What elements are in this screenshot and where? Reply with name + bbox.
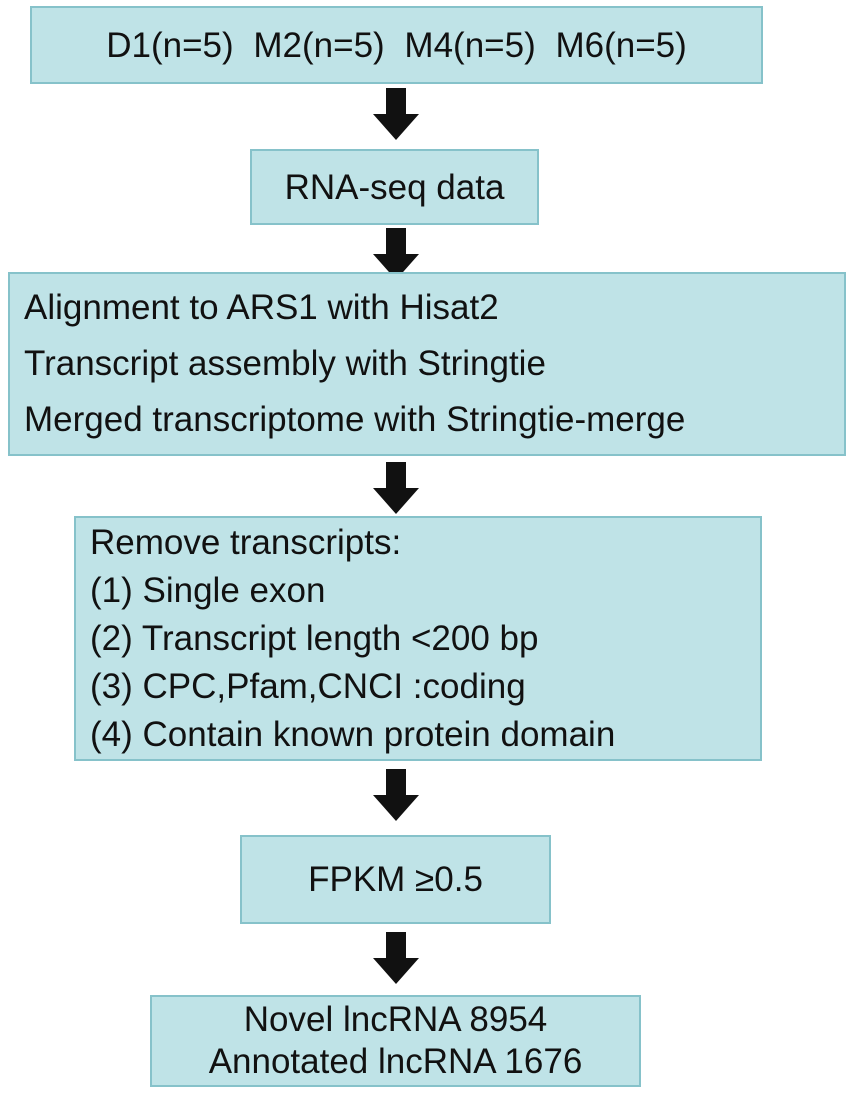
- filter-criterion-4: (4) Contain known protein domain: [90, 714, 616, 754]
- fpkm-box: FPKM ≥0.5: [240, 835, 551, 924]
- fpkm-label: FPKM ≥0.5: [308, 860, 483, 899]
- filter-box: Remove transcripts: (1) Single exon (2) …: [74, 516, 762, 761]
- down-arrow-icon: [373, 88, 419, 140]
- rnaseq-label: RNA-seq data: [284, 167, 505, 207]
- alignment-box: Alignment to ARS1 with Hisat2 Transcript…: [8, 272, 846, 456]
- down-arrow-icon: [373, 769, 419, 821]
- down-arrow-icon: [373, 932, 419, 984]
- down-arrow-icon: [373, 462, 419, 514]
- filter-criterion-2: (2) Transcript length <200 bp: [90, 618, 539, 658]
- filter-criterion-3: (3) CPC,Pfam,CNCI :coding: [90, 666, 526, 706]
- annotated-lncrna-count: Annotated lncRNA 1676: [208, 1042, 583, 1081]
- filter-heading: Remove transcripts:: [90, 522, 402, 562]
- assembly-step: Transcript assembly with Stringtie: [24, 344, 546, 383]
- samples-label: D1(n=5) M2(n=5) M4(n=5) M6(n=5): [106, 25, 687, 65]
- samples-box: D1(n=5) M2(n=5) M4(n=5) M6(n=5): [30, 6, 763, 84]
- rnaseq-box: RNA-seq data: [250, 149, 539, 225]
- filter-criterion-1: (1) Single exon: [90, 570, 326, 610]
- novel-lncrna-count: Novel lncRNA 8954: [243, 1000, 548, 1039]
- result-box: Novel lncRNA 8954 Annotated lncRNA 1676: [150, 995, 641, 1087]
- down-arrow-icon: [373, 228, 419, 280]
- alignment-step: Alignment to ARS1 with Hisat2: [24, 288, 499, 327]
- merge-step: Merged transcriptome with Stringtie-merg…: [24, 400, 686, 439]
